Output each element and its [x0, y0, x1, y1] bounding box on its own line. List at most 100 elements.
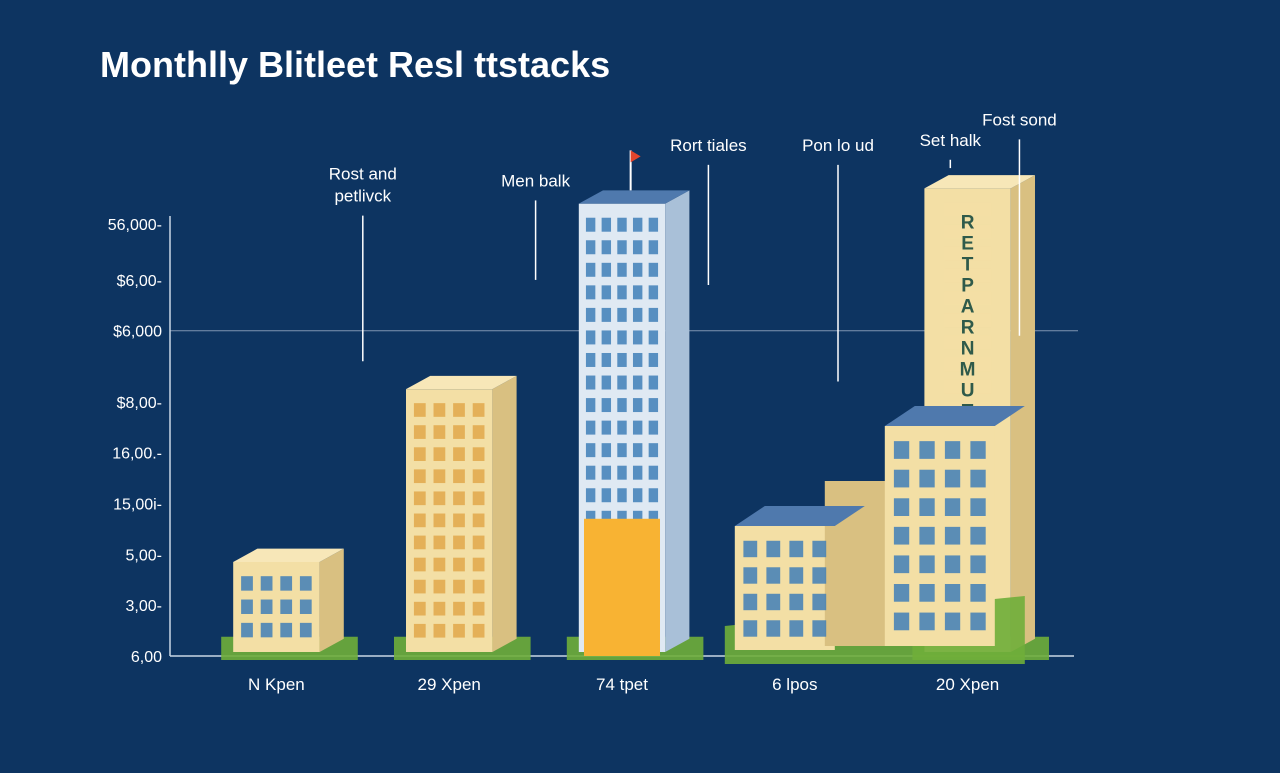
- building-window: [766, 540, 781, 558]
- building-window: [433, 491, 446, 506]
- building-window: [585, 510, 596, 525]
- building-window: [648, 352, 659, 367]
- building-window: [970, 441, 986, 459]
- building-window: [260, 599, 273, 614]
- building-window: [766, 620, 781, 637]
- building-window: [789, 567, 804, 584]
- building-window: [585, 420, 596, 435]
- building-window: [241, 599, 253, 614]
- building-window: [743, 540, 758, 558]
- building-window: [632, 465, 643, 480]
- building-window: [585, 398, 596, 413]
- building-window: [413, 623, 426, 638]
- y-tick-label: 5,00-: [126, 547, 162, 564]
- y-tick-label: 16,00.-: [112, 446, 162, 463]
- y-tick-label: $6,00-: [117, 273, 162, 290]
- building-window: [632, 352, 643, 367]
- y-tick-label: 56,000-: [108, 217, 162, 234]
- building-window: [472, 469, 485, 484]
- building-window: [280, 622, 293, 638]
- building-window: [585, 262, 596, 277]
- building-window: [617, 217, 627, 232]
- low-rise-complex: [724, 406, 1025, 664]
- building-window: [413, 425, 426, 439]
- building-window: [812, 593, 827, 611]
- building-window: [585, 352, 596, 367]
- building-window: [648, 398, 659, 413]
- bar-roof: [233, 548, 344, 562]
- x-tick-label: 20 Xpen: [936, 675, 999, 694]
- building-window: [648, 488, 659, 503]
- building-window: [632, 330, 643, 345]
- building-window: [585, 488, 596, 503]
- building-window: [413, 513, 426, 528]
- building-window: [617, 465, 627, 480]
- building-window: [241, 576, 253, 591]
- building-window: [413, 403, 426, 417]
- building-window: [617, 420, 627, 435]
- building-window: [601, 330, 612, 345]
- building-window: [919, 441, 935, 459]
- building-window: [970, 526, 986, 545]
- bar-building: [221, 548, 358, 660]
- building-window: [648, 240, 659, 255]
- building-window: [919, 584, 935, 602]
- highlight-bar: [584, 518, 660, 656]
- building-window: [743, 620, 758, 637]
- building-window: [453, 579, 465, 594]
- building-window: [453, 425, 465, 439]
- building-window: [944, 441, 961, 459]
- building-window: [433, 557, 446, 572]
- building-window: [472, 579, 485, 594]
- building-window: [601, 375, 612, 390]
- chart-title: Monthlly Blitleet Resl ttstacks: [100, 44, 610, 85]
- bars: RETPARNMUTS: [221, 150, 1049, 664]
- building-window: [944, 268, 992, 283]
- building-window: [433, 623, 446, 638]
- bar-roof: [578, 190, 690, 204]
- building-window: [944, 246, 992, 261]
- building-window: [453, 557, 465, 572]
- building-window: [789, 620, 804, 637]
- building-window: [299, 599, 312, 614]
- building-window: [919, 498, 935, 516]
- building-window: [585, 443, 596, 458]
- building-window: [648, 330, 659, 345]
- building-window: [601, 510, 612, 525]
- building-window: [648, 465, 659, 480]
- annotation: Set halk: [920, 131, 982, 169]
- annotation: Fost sond: [982, 110, 1057, 336]
- building-window: [601, 307, 612, 322]
- annotation: Men balk: [501, 171, 571, 280]
- building-window: [585, 285, 596, 300]
- building-sign-letter: T: [962, 254, 974, 275]
- building-window: [812, 540, 827, 558]
- building-window: [893, 612, 910, 631]
- building-window: [617, 307, 627, 322]
- building-window: [617, 443, 627, 458]
- annotation-label: Men balk: [501, 171, 570, 190]
- building-window: [944, 335, 992, 350]
- annotation-label: Fost sond: [982, 110, 1057, 129]
- building-window: [413, 491, 426, 506]
- building-window: [944, 291, 992, 305]
- building-window: [585, 217, 596, 232]
- building-window: [944, 584, 961, 602]
- bar-roof: [406, 375, 517, 390]
- building-window: [617, 375, 627, 390]
- building-window: [970, 612, 986, 631]
- building-window: [632, 307, 643, 322]
- building-window: [743, 567, 758, 584]
- annotation: Rort tiales: [670, 136, 747, 285]
- building-window: [585, 240, 596, 255]
- building-window: [919, 526, 935, 545]
- building-window: [413, 447, 426, 461]
- bar-building: [394, 375, 531, 660]
- building-window: [919, 612, 935, 631]
- building-window: [433, 425, 446, 439]
- building-window: [601, 398, 612, 413]
- building-window: [893, 498, 910, 516]
